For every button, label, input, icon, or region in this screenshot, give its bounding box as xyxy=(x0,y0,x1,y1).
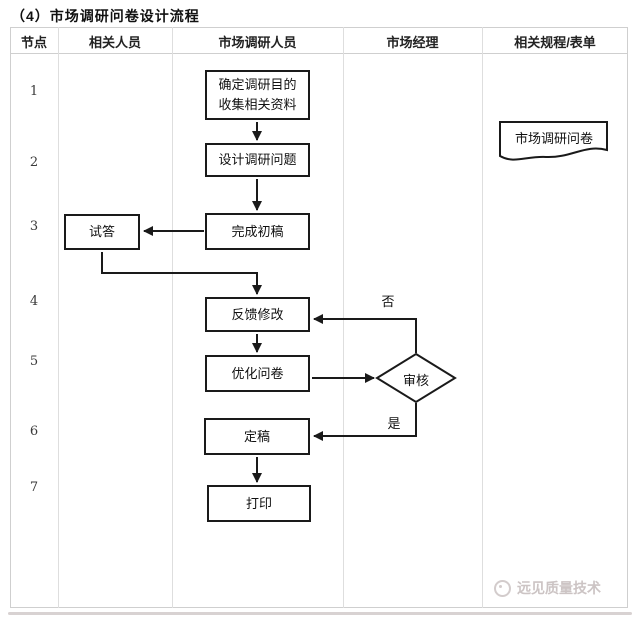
column-header-related-staff: 相关人员 xyxy=(88,35,141,50)
page-title: （4）市场调研问卷设计流程 xyxy=(11,8,200,24)
flow-box-text: 定稿 xyxy=(243,428,270,444)
branch-label-no: 否 xyxy=(381,294,395,309)
brand-logo-icon xyxy=(494,579,511,597)
column-divider xyxy=(343,27,344,608)
brand-watermark-text: 远见质量技术 xyxy=(517,580,601,596)
column-header-procedures-forms: 相关规程/表单 xyxy=(514,35,596,50)
flow-box-complete-draft: 完成初稿 xyxy=(205,213,310,250)
node-number-4: 4 xyxy=(29,294,39,309)
flow-box-text: 反馈修改 xyxy=(231,306,284,322)
node-number-6: 6 xyxy=(29,424,39,439)
flow-box-feedback-revise: 反馈修改 xyxy=(205,297,310,332)
flow-box-print: 打印 xyxy=(207,485,311,522)
brand-watermark: 远见质量技术 xyxy=(494,578,601,598)
node-number-7: 7 xyxy=(29,480,39,495)
flow-box-text: 设计调研问题 xyxy=(218,152,297,167)
node-number-5: 5 xyxy=(29,354,39,369)
node-number-1: 1 xyxy=(29,84,39,99)
column-divider xyxy=(482,27,483,608)
column-header-research-staff: 市场调研人员 xyxy=(218,35,297,50)
flow-box-design-questions: 设计调研问题 xyxy=(205,143,310,177)
column-header-node: 节点 xyxy=(20,35,47,50)
document-label: 市场调研问卷 xyxy=(514,131,593,146)
header-divider xyxy=(10,53,628,54)
node-number-2: 2 xyxy=(29,155,39,170)
flow-box-text: 收集相关资料 xyxy=(218,97,297,112)
column-divider xyxy=(172,27,173,608)
column-divider xyxy=(58,27,59,608)
flow-box-text: 打印 xyxy=(245,495,272,511)
decision-label: 审核 xyxy=(402,373,429,388)
flow-box-text: 完成初稿 xyxy=(231,223,284,239)
flow-box-text: 优化问卷 xyxy=(231,365,284,381)
flow-box-finalize: 定稿 xyxy=(204,418,310,455)
flow-box-trial-answer: 试答 xyxy=(64,214,140,250)
bottom-divider-bar xyxy=(8,612,632,615)
flow-box-determine-purpose: 确定调研目的 收集相关资料 xyxy=(205,70,310,120)
flow-box-text: 确定调研目的 xyxy=(218,77,297,92)
flow-box-text: 试答 xyxy=(88,224,115,239)
swimlane-table-border xyxy=(10,27,628,608)
column-header-market-manager: 市场经理 xyxy=(386,35,439,50)
branch-label-yes: 是 xyxy=(387,416,401,431)
node-number-3: 3 xyxy=(29,219,39,234)
flow-box-optimize-questionnaire: 优化问卷 xyxy=(205,355,310,392)
